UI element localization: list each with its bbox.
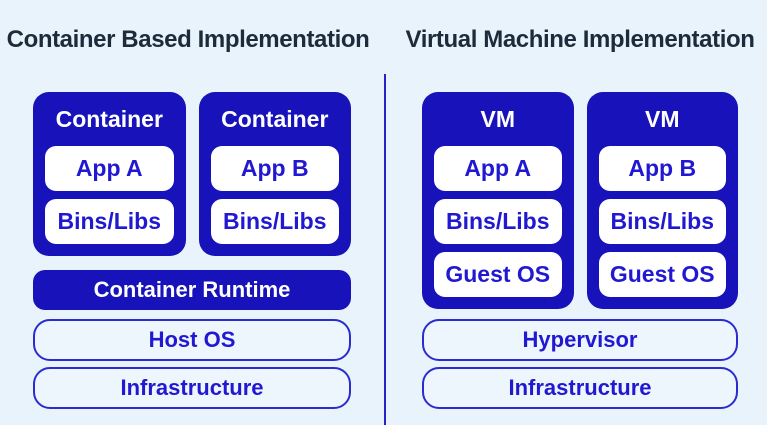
app-a-box: App A xyxy=(45,146,174,191)
vm-label: VM xyxy=(645,106,680,132)
bins-libs-box: Bins/Libs xyxy=(45,199,174,244)
app-b-box: App B xyxy=(210,146,339,191)
guest-os-box: Guest OS xyxy=(598,252,726,297)
container-box-2: Container App B Bins/Libs xyxy=(198,92,351,256)
vm-box-1: VM App A Bins/Libs Guest OS xyxy=(422,92,574,309)
infrastructure-bar: Infrastructure xyxy=(422,367,738,409)
bins-libs-box: Bins/Libs xyxy=(434,199,562,244)
bins-libs-box: Bins/Libs xyxy=(598,199,726,244)
vm-box-2: VM App B Bins/Libs Guest OS xyxy=(586,92,738,309)
container-box-1: Container App A Bins/Libs xyxy=(33,92,186,256)
infrastructure-bar: Infrastructure xyxy=(33,367,351,409)
container-label: Container xyxy=(221,106,329,132)
vm-column: VM App A Bins/Libs Guest OS VM App B Bin… xyxy=(422,92,738,409)
bins-libs-box: Bins/Libs xyxy=(210,199,339,244)
vm-boxes-row: VM App A Bins/Libs Guest OS VM App B Bin… xyxy=(422,92,738,309)
app-b-box: App B xyxy=(598,146,726,191)
host-os-bar: Host OS xyxy=(33,319,351,361)
hypervisor-bar: Hypervisor xyxy=(422,319,738,361)
container-runtime-bar: Container Runtime xyxy=(33,270,351,310)
right-panel-title: Virtual Machine Implementation xyxy=(405,26,755,53)
vm-label: VM xyxy=(480,106,516,132)
container-column: Container App A Bins/Libs Container App … xyxy=(33,92,351,409)
container-boxes-row: Container App A Bins/Libs Container App … xyxy=(33,92,351,256)
container-label: Container xyxy=(55,106,163,132)
left-panel-title: Container Based Implementation xyxy=(6,26,370,53)
guest-os-box: Guest OS xyxy=(434,252,562,297)
app-a-box: App A xyxy=(434,146,562,191)
divider-line xyxy=(384,74,386,425)
